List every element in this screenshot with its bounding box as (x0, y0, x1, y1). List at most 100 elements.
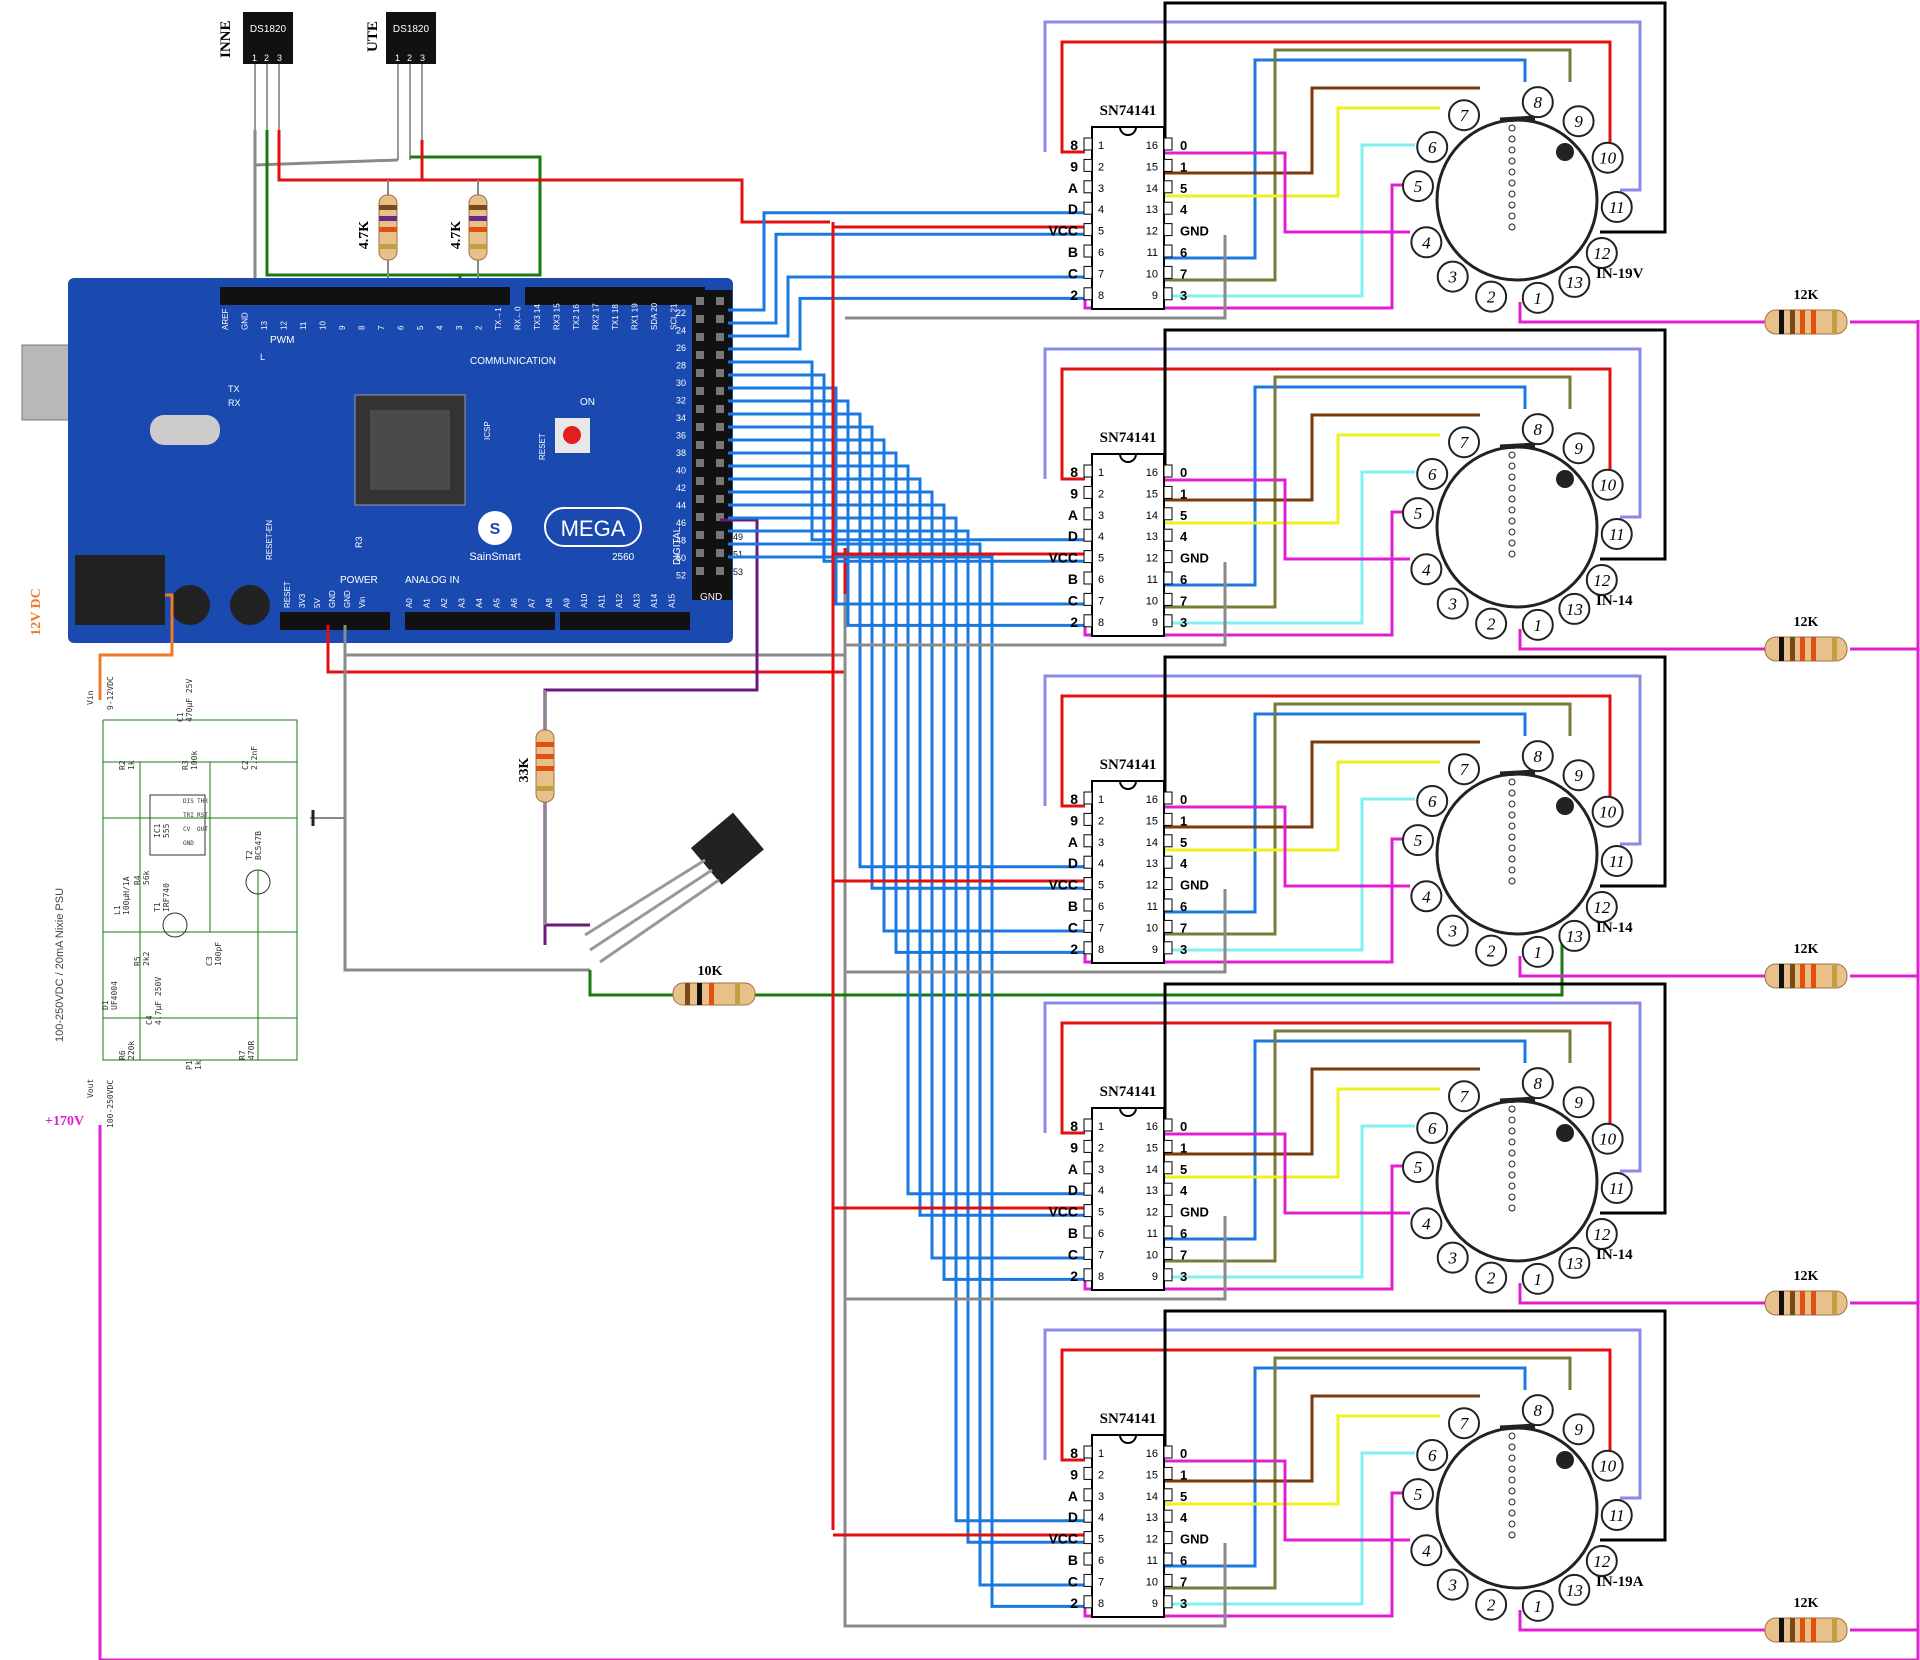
tube-key-dot (1556, 1124, 1574, 1142)
tube-pin (1410, 553, 1443, 586)
ic-signal-label: C (1068, 919, 1078, 935)
resistor-12k (1764, 1617, 1848, 1643)
ic-pin-num: 6 (1098, 1228, 1104, 1240)
tube-pin (1416, 1112, 1449, 1145)
crystal (150, 415, 220, 445)
stage-wire (1060, 40, 1612, 154)
tube-pin (1436, 587, 1469, 620)
resistor-band (1800, 310, 1805, 334)
bus-wire (728, 464, 1102, 1196)
header-pin (716, 567, 724, 575)
resistor-band (1800, 1291, 1805, 1315)
header-pin (716, 531, 724, 539)
tube-pin-label: 12 (1593, 1552, 1611, 1571)
stage-wire (1162, 1029, 1572, 1263)
board-sub: 2560 (612, 552, 635, 563)
tube-grid (1508, 778, 1516, 786)
pin-num: 3 (277, 53, 282, 63)
ic-pin-num: 13 (1146, 204, 1158, 216)
ds1820-body (386, 12, 436, 64)
ic-pin (1163, 1466, 1173, 1480)
ic-pin (1163, 464, 1173, 478)
ic-pin (1163, 485, 1173, 499)
tube-pin (1436, 260, 1469, 293)
tube-pin (1585, 1544, 1618, 1577)
ic-signal-label: VCC (1048, 1531, 1078, 1547)
ic-pin (1163, 1552, 1173, 1566)
to92-sensor (584, 812, 764, 964)
ic-pin-num: 13 (1146, 1185, 1158, 1197)
tube-pin-label: 5 (1414, 831, 1423, 850)
tube-grid (1508, 190, 1516, 198)
ic-pin-num: 11 (1147, 1555, 1158, 1567)
stage-wire (1162, 1414, 1440, 1506)
ic-pin-num: 13 (1146, 858, 1158, 870)
resistor-value: 12K (1794, 942, 1819, 957)
tube-pin (1562, 105, 1595, 138)
ic-pin (1083, 791, 1093, 805)
header-pin (716, 387, 724, 395)
ic-pin-num: 4 (1098, 858, 1104, 870)
stage-wire (1163, 328, 1667, 561)
psu-ic-pin: OUT (197, 826, 208, 833)
board-pin-label: AREF (221, 309, 230, 330)
tube-grid (1508, 833, 1516, 841)
tube-grid (1508, 1105, 1516, 1113)
tube-grid (1508, 1498, 1516, 1506)
board-pin-label: 28 (676, 361, 686, 371)
tube-pin-label: 4 (1422, 1541, 1431, 1560)
ic-signal-label: D (1068, 1509, 1078, 1525)
ic-notch (1119, 126, 1137, 136)
tube-pin-label: 11 (1609, 1179, 1625, 1198)
ic-pin (1083, 855, 1093, 869)
header-pin (716, 513, 724, 521)
sn74141-ic (1091, 780, 1165, 964)
tube-pin (1410, 226, 1443, 259)
ic-pin (1163, 1573, 1173, 1587)
header-pin (716, 369, 724, 377)
ic-pin-num: 14 (1146, 183, 1158, 195)
ic-pin (1083, 158, 1093, 172)
capacitor (230, 585, 270, 625)
board-pin-label: 38 (676, 448, 686, 458)
tube-grid (1508, 473, 1516, 481)
t2-transistor (245, 869, 271, 895)
ic-signal-label: 6 (1180, 572, 1187, 587)
ic-pin-num: 15 (1146, 1469, 1158, 1481)
ic-signal-label: 4 (1180, 202, 1188, 217)
ic-pin (1163, 201, 1173, 215)
tube-grid (1508, 1171, 1516, 1179)
header-pin (716, 423, 724, 431)
board-pin-label: A14 (650, 593, 659, 608)
header-pin (696, 387, 704, 395)
header-pin (696, 567, 704, 575)
tube-pin-label: 8 (1534, 1401, 1543, 1420)
ic-pin-num: 14 (1146, 837, 1158, 849)
stage-wire (1060, 1021, 1612, 1135)
tube-key-dot (1556, 470, 1574, 488)
stage-wire (845, 235, 1227, 320)
ic-pin (1083, 1118, 1093, 1132)
stage-wire (1162, 1451, 1415, 1606)
ic-pin (1163, 941, 1173, 955)
psu-vout-range: 100-250VDC (106, 1080, 115, 1128)
header-pin (716, 441, 724, 449)
ic-signal-label: 2 (1070, 287, 1078, 303)
tube-pin (1448, 99, 1481, 132)
tube-pin (1521, 281, 1554, 314)
tube-pin-label: 12 (1593, 898, 1611, 917)
tube-grid (1508, 1454, 1516, 1462)
ic-pin (1083, 550, 1093, 564)
stage-wire (1043, 1328, 1642, 1500)
ic-signal-label: 0 (1180, 792, 1187, 807)
board-pin-label: A8 (545, 598, 554, 608)
ic-pin-num: 11 (1147, 574, 1158, 586)
board-pin-label: TX→1 (494, 307, 503, 330)
board-pin-label: 40 (676, 466, 686, 476)
resistor-4k7-b: 4.7K (449, 180, 488, 285)
ic-signal-label: A (1068, 180, 1078, 196)
psu-part-value: 2k2 (142, 951, 151, 966)
tube-grid (1508, 1465, 1516, 1473)
ic-signal-label: 9 (1070, 158, 1078, 174)
header-pin (696, 531, 704, 539)
